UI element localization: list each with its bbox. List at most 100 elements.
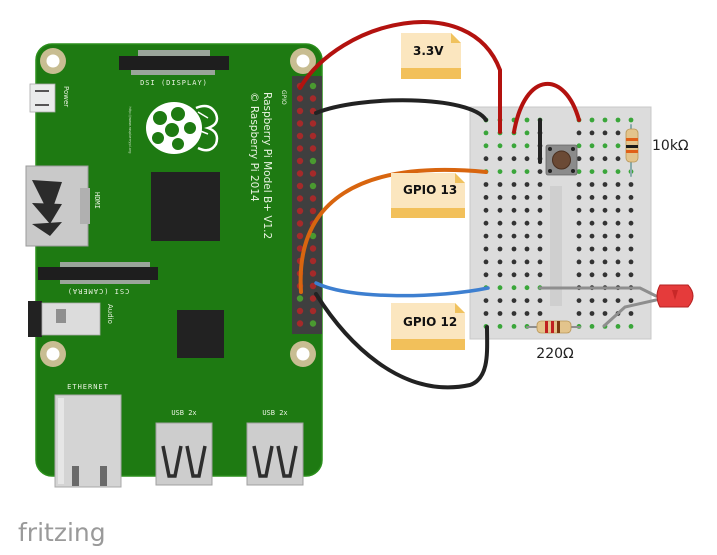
breadboard-hole[interactable] bbox=[602, 156, 608, 162]
gpio-pin[interactable] bbox=[296, 157, 304, 165]
breadboard-hole[interactable] bbox=[537, 298, 543, 303]
breadboard-hole[interactable] bbox=[483, 182, 489, 187]
breadboard-hole[interactable] bbox=[483, 233, 489, 239]
breadboard-hole[interactable] bbox=[615, 246, 621, 252]
breadboard-hole[interactable] bbox=[483, 207, 489, 213]
gpio-pin[interactable] bbox=[309, 120, 317, 127]
note-gpio12[interactable]: GPIO 12 bbox=[391, 303, 465, 350]
breadboard-hole[interactable] bbox=[497, 246, 503, 252]
breadboard-hole[interactable] bbox=[524, 207, 530, 213]
gpio-pin[interactable] bbox=[309, 132, 317, 140]
breadboard-hole[interactable] bbox=[497, 169, 503, 175]
breadboard-hole[interactable] bbox=[537, 259, 543, 265]
breadboard[interactable] bbox=[469, 106, 652, 340]
gpio-pin[interactable] bbox=[309, 257, 317, 265]
breadboard-hole[interactable] bbox=[602, 143, 608, 149]
pushbutton[interactable] bbox=[545, 144, 578, 176]
breadboard-hole[interactable] bbox=[615, 324, 621, 329]
gpio-pin[interactable] bbox=[309, 157, 317, 165]
breadboard-hole[interactable] bbox=[511, 259, 517, 265]
breadboard-hole[interactable] bbox=[589, 195, 595, 200]
breadboard-hole[interactable] bbox=[576, 259, 582, 265]
wire-gpio13[interactable] bbox=[298, 167, 488, 294]
breadboard-hole[interactable] bbox=[497, 220, 503, 226]
gpio-pin[interactable] bbox=[296, 295, 304, 302]
breadboard-hole[interactable] bbox=[602, 169, 608, 175]
gpio-pin[interactable] bbox=[296, 145, 304, 152]
breadboard-hole[interactable] bbox=[576, 169, 582, 175]
breadboard-hole[interactable] bbox=[497, 156, 503, 162]
breadboard-hole[interactable] bbox=[576, 246, 582, 252]
gpio-pin[interactable] bbox=[309, 282, 317, 290]
breadboard-hole[interactable] bbox=[497, 311, 503, 316]
breadboard-hole[interactable] bbox=[483, 130, 489, 136]
breadboard-hole[interactable] bbox=[602, 220, 608, 226]
wire-3v3[interactable] bbox=[298, 20, 502, 134]
breadboard-hole[interactable] bbox=[483, 195, 489, 200]
breadboard-hole[interactable] bbox=[511, 246, 517, 252]
breadboard-hole[interactable] bbox=[576, 272, 582, 278]
breadboard-hole[interactable] bbox=[497, 285, 503, 291]
breadboard-hole[interactable] bbox=[628, 311, 634, 316]
breadboard-hole[interactable] bbox=[602, 272, 608, 278]
gpio-pin[interactable] bbox=[309, 170, 317, 177]
breadboard-hole[interactable] bbox=[615, 220, 621, 226]
breadboard-hole[interactable] bbox=[537, 220, 543, 226]
gpio-pin[interactable] bbox=[309, 207, 317, 215]
gpio-pin[interactable] bbox=[296, 182, 304, 190]
breadboard-hole[interactable] bbox=[615, 130, 621, 136]
breadboard-hole[interactable] bbox=[615, 233, 621, 239]
breadboard-hole[interactable] bbox=[615, 195, 621, 200]
pullup-resistor[interactable]: 10kΩ bbox=[625, 128, 689, 163]
breadboard-hole[interactable] bbox=[615, 156, 621, 162]
gpio-pin[interactable] bbox=[296, 195, 304, 202]
breadboard-hole[interactable] bbox=[524, 311, 530, 316]
breadboard-hole[interactable] bbox=[524, 272, 530, 278]
breadboard-hole[interactable] bbox=[497, 143, 503, 149]
raspberry-pi-board[interactable]: DSI (DISPLAY) http://www.raspberrypi.org… bbox=[25, 43, 323, 488]
breadboard-hole[interactable] bbox=[511, 182, 517, 187]
breadboard-hole[interactable] bbox=[628, 207, 634, 213]
gpio-pin[interactable] bbox=[296, 170, 304, 177]
gpio-pin[interactable] bbox=[309, 232, 317, 240]
breadboard-hole[interactable] bbox=[483, 272, 489, 278]
gpio-pin[interactable] bbox=[296, 107, 304, 115]
red-led[interactable] bbox=[656, 284, 694, 308]
breadboard-hole[interactable] bbox=[524, 169, 530, 175]
gpio-pin[interactable] bbox=[296, 220, 304, 227]
breadboard-hole[interactable] bbox=[497, 298, 503, 303]
gpio-pin[interactable] bbox=[296, 120, 304, 127]
gpio-pin[interactable] bbox=[296, 95, 304, 102]
breadboard-hole[interactable] bbox=[537, 207, 543, 213]
note-gpio13[interactable]: GPIO 13 bbox=[391, 173, 465, 218]
breadboard-hole[interactable] bbox=[602, 182, 608, 187]
breadboard-hole[interactable] bbox=[602, 207, 608, 213]
breadboard-hole[interactable] bbox=[483, 259, 489, 265]
breadboard-hole[interactable] bbox=[576, 156, 582, 162]
breadboard-hole[interactable] bbox=[628, 298, 634, 303]
breadboard-hole[interactable] bbox=[497, 259, 503, 265]
breadboard-hole[interactable] bbox=[628, 324, 634, 329]
gpio-pin[interactable] bbox=[296, 232, 304, 240]
breadboard-hole[interactable] bbox=[628, 259, 634, 265]
breadboard-hole[interactable] bbox=[524, 285, 530, 291]
gpio-pin[interactable] bbox=[309, 270, 317, 277]
breadboard-hole[interactable] bbox=[602, 246, 608, 252]
gpio-pin[interactable] bbox=[296, 132, 304, 140]
breadboard-hole[interactable] bbox=[602, 233, 608, 239]
breadboard-hole[interactable] bbox=[615, 272, 621, 278]
gpio-pin[interactable] bbox=[309, 320, 317, 327]
breadboard-hole[interactable] bbox=[524, 220, 530, 226]
breadboard-hole[interactable] bbox=[628, 220, 634, 226]
breadboard-hole[interactable] bbox=[537, 246, 543, 252]
breadboard-hole[interactable] bbox=[576, 207, 582, 213]
gpio-pin[interactable] bbox=[296, 245, 304, 252]
breadboard-hole[interactable] bbox=[524, 233, 530, 239]
breadboard-hole[interactable] bbox=[628, 195, 634, 200]
breadboard-hole[interactable] bbox=[589, 233, 595, 239]
breadboard-hole[interactable] bbox=[524, 143, 530, 149]
breadboard-hole[interactable] bbox=[511, 272, 517, 278]
gpio-pin[interactable] bbox=[309, 295, 317, 302]
gpio-pin[interactable] bbox=[309, 245, 317, 252]
breadboard-hole[interactable] bbox=[511, 285, 517, 291]
